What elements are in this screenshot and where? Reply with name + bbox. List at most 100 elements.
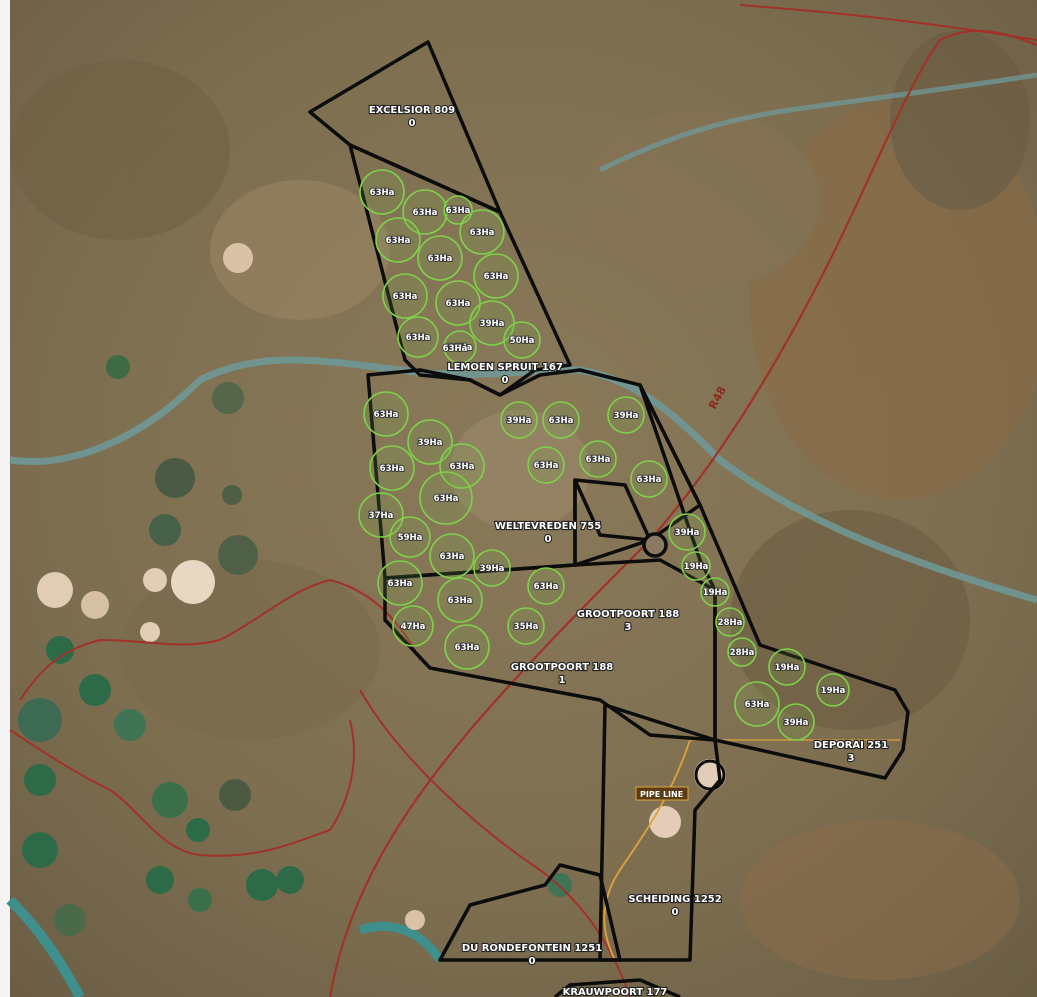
pivot-hectare-label: 63Ha — [470, 228, 495, 238]
pivot-circle — [500, 401, 538, 439]
pivot-circle — [715, 607, 745, 637]
pivot-hectare-label: 63Ha — [534, 582, 559, 592]
pivot-circle — [382, 273, 428, 319]
pivot-circle — [777, 703, 815, 741]
farm-value-label: 3 — [848, 753, 855, 764]
pivot-circle — [816, 673, 850, 707]
pivot-circle — [397, 316, 439, 358]
boundary-grootpoort-a — [383, 558, 717, 742]
existing-pivots — [18, 243, 726, 936]
pivot-hectare-label: 63Ha — [484, 272, 509, 282]
pivot-circle — [503, 321, 541, 359]
pivot-hectare-label: 63Ha — [534, 461, 559, 471]
pivot-hectare-label: 39Ha — [448, 343, 473, 353]
farm-value-label: 0 — [409, 118, 416, 129]
farm-name-label: EXCELSIOR 809 — [369, 105, 455, 116]
river — [9, 356, 1037, 604]
pivot-hectare-label: 28Ha — [718, 618, 743, 628]
pivot-hectare-label: 59Ha — [398, 533, 423, 543]
pivot-hectare-label: 39Ha — [480, 564, 505, 574]
farm-name-label: LEMOEN SPRUIT 167 — [447, 362, 563, 373]
pivot-hectare-label: 63Ha — [446, 206, 471, 216]
pivot-hectare-label: 63Ha — [745, 700, 770, 710]
road-network — [9, 4, 1037, 997]
pivot-hectare-label: 47Ha — [401, 622, 426, 632]
pivot-marker — [642, 532, 668, 558]
pivot-hectare-label: 63Ha — [455, 643, 480, 653]
river-branch — [598, 72, 1037, 173]
pivot-hectare-label: 63Ha — [549, 416, 574, 426]
pivot-hectare-label: 50Ha — [510, 336, 535, 346]
proposed-pivots: 63Ha 63Ha 63Ha 63Ha 63Ha 63Ha 63Ha 63Ha 63Ha 63Ha… — [358, 169, 850, 741]
pivot-hectare-label: 35Ha — [514, 622, 539, 632]
pivot-circle — [437, 577, 483, 623]
pivot-circle — [402, 189, 448, 235]
pivot-circle — [768, 648, 806, 686]
road-west-2 — [19, 578, 421, 701]
farm-name-label: DEPORAI 251 — [814, 740, 889, 751]
road-r48 — [328, 29, 1037, 997]
pivot-hectare-label: 19Ha — [684, 562, 709, 572]
farm-value-label: 1 — [559, 675, 566, 686]
pivot-circle — [392, 605, 434, 647]
pivot-hectare-label: 28Ha — [730, 648, 755, 658]
boundary-du-rondefontein — [438, 863, 622, 962]
pivot-hectare-label: 63Ha — [586, 455, 611, 465]
pivot-circle — [358, 492, 404, 538]
pivot-circle — [429, 533, 475, 579]
left-white-margin — [0, 0, 10, 997]
pivot-circle — [389, 516, 431, 558]
pivot-hectare-label: 63Ha — [386, 236, 411, 246]
pivot-circle — [734, 681, 780, 727]
farm-value-label: 0 — [672, 907, 679, 918]
farm-name-label: SCHEIDING 1252 — [628, 894, 721, 905]
road-top — [739, 4, 1037, 41]
river-bottom-2 — [358, 921, 444, 963]
pivot-circle — [359, 169, 405, 215]
pivot-hectare-label: 39Ha — [507, 416, 532, 426]
boundary-deporai — [638, 383, 910, 780]
farm-value-label: 0 — [502, 375, 509, 386]
pivot-circle — [375, 217, 421, 263]
pivot-hectare-label: 63Ha — [413, 208, 438, 218]
pivot-hectare-label: 39Ha — [784, 718, 809, 728]
pivot-hectare-label: 19Ha — [703, 588, 728, 598]
pipe-label: PIPE LINE — [640, 790, 683, 799]
pivot-hectare-label: 19Ha — [775, 663, 800, 673]
pivot-hectare-label: 63Ha — [440, 552, 465, 562]
pivot-circle — [459, 209, 505, 255]
pivot-hectare-label: 39Ha — [418, 438, 443, 448]
pivot-circle — [507, 607, 545, 645]
river-bottom — [6, 896, 85, 997]
farm-name-label: GROOTPOORT 188 — [577, 609, 680, 620]
pivot-hectare-label: 63Ha — [637, 475, 662, 485]
pivot-hectare-label: 63Ha — [428, 254, 453, 264]
pivot-hectare-label: 63Ha — [393, 292, 418, 302]
farm-name-label: WELTEVREDEN 755 — [495, 521, 601, 532]
pipe-line — [603, 739, 691, 961]
road-south — [359, 689, 631, 997]
pivot-hectare-label: 63Ha — [434, 494, 459, 504]
pivot-circle — [435, 280, 481, 326]
pivot-hectare-label: 37Ha — [369, 511, 394, 521]
pivot-circle — [407, 419, 453, 465]
pivot-hectare-label: 63Ha — [443, 344, 468, 354]
pivot-circle — [369, 445, 415, 491]
pivot-circle — [443, 330, 477, 364]
pivot-circle — [681, 551, 711, 581]
pivot-hectare-label: 63Ha — [388, 579, 413, 589]
pivot-circle — [444, 624, 490, 670]
pivot-circle — [473, 253, 519, 299]
pivot-circle — [527, 446, 565, 484]
farm-value-label: 3 — [625, 622, 632, 633]
pivot-circle — [630, 460, 668, 498]
pivot-hectare-label: 39Ha — [480, 319, 505, 329]
farm-value-label: 0 — [545, 534, 552, 545]
pivot-circle — [417, 235, 463, 281]
farm-name-label: KRAUWPOORT 177 — [563, 987, 668, 997]
pivot-hectare-label: 63Ha — [406, 333, 431, 343]
pivot-hectare-label: 19Ha — [821, 686, 846, 696]
